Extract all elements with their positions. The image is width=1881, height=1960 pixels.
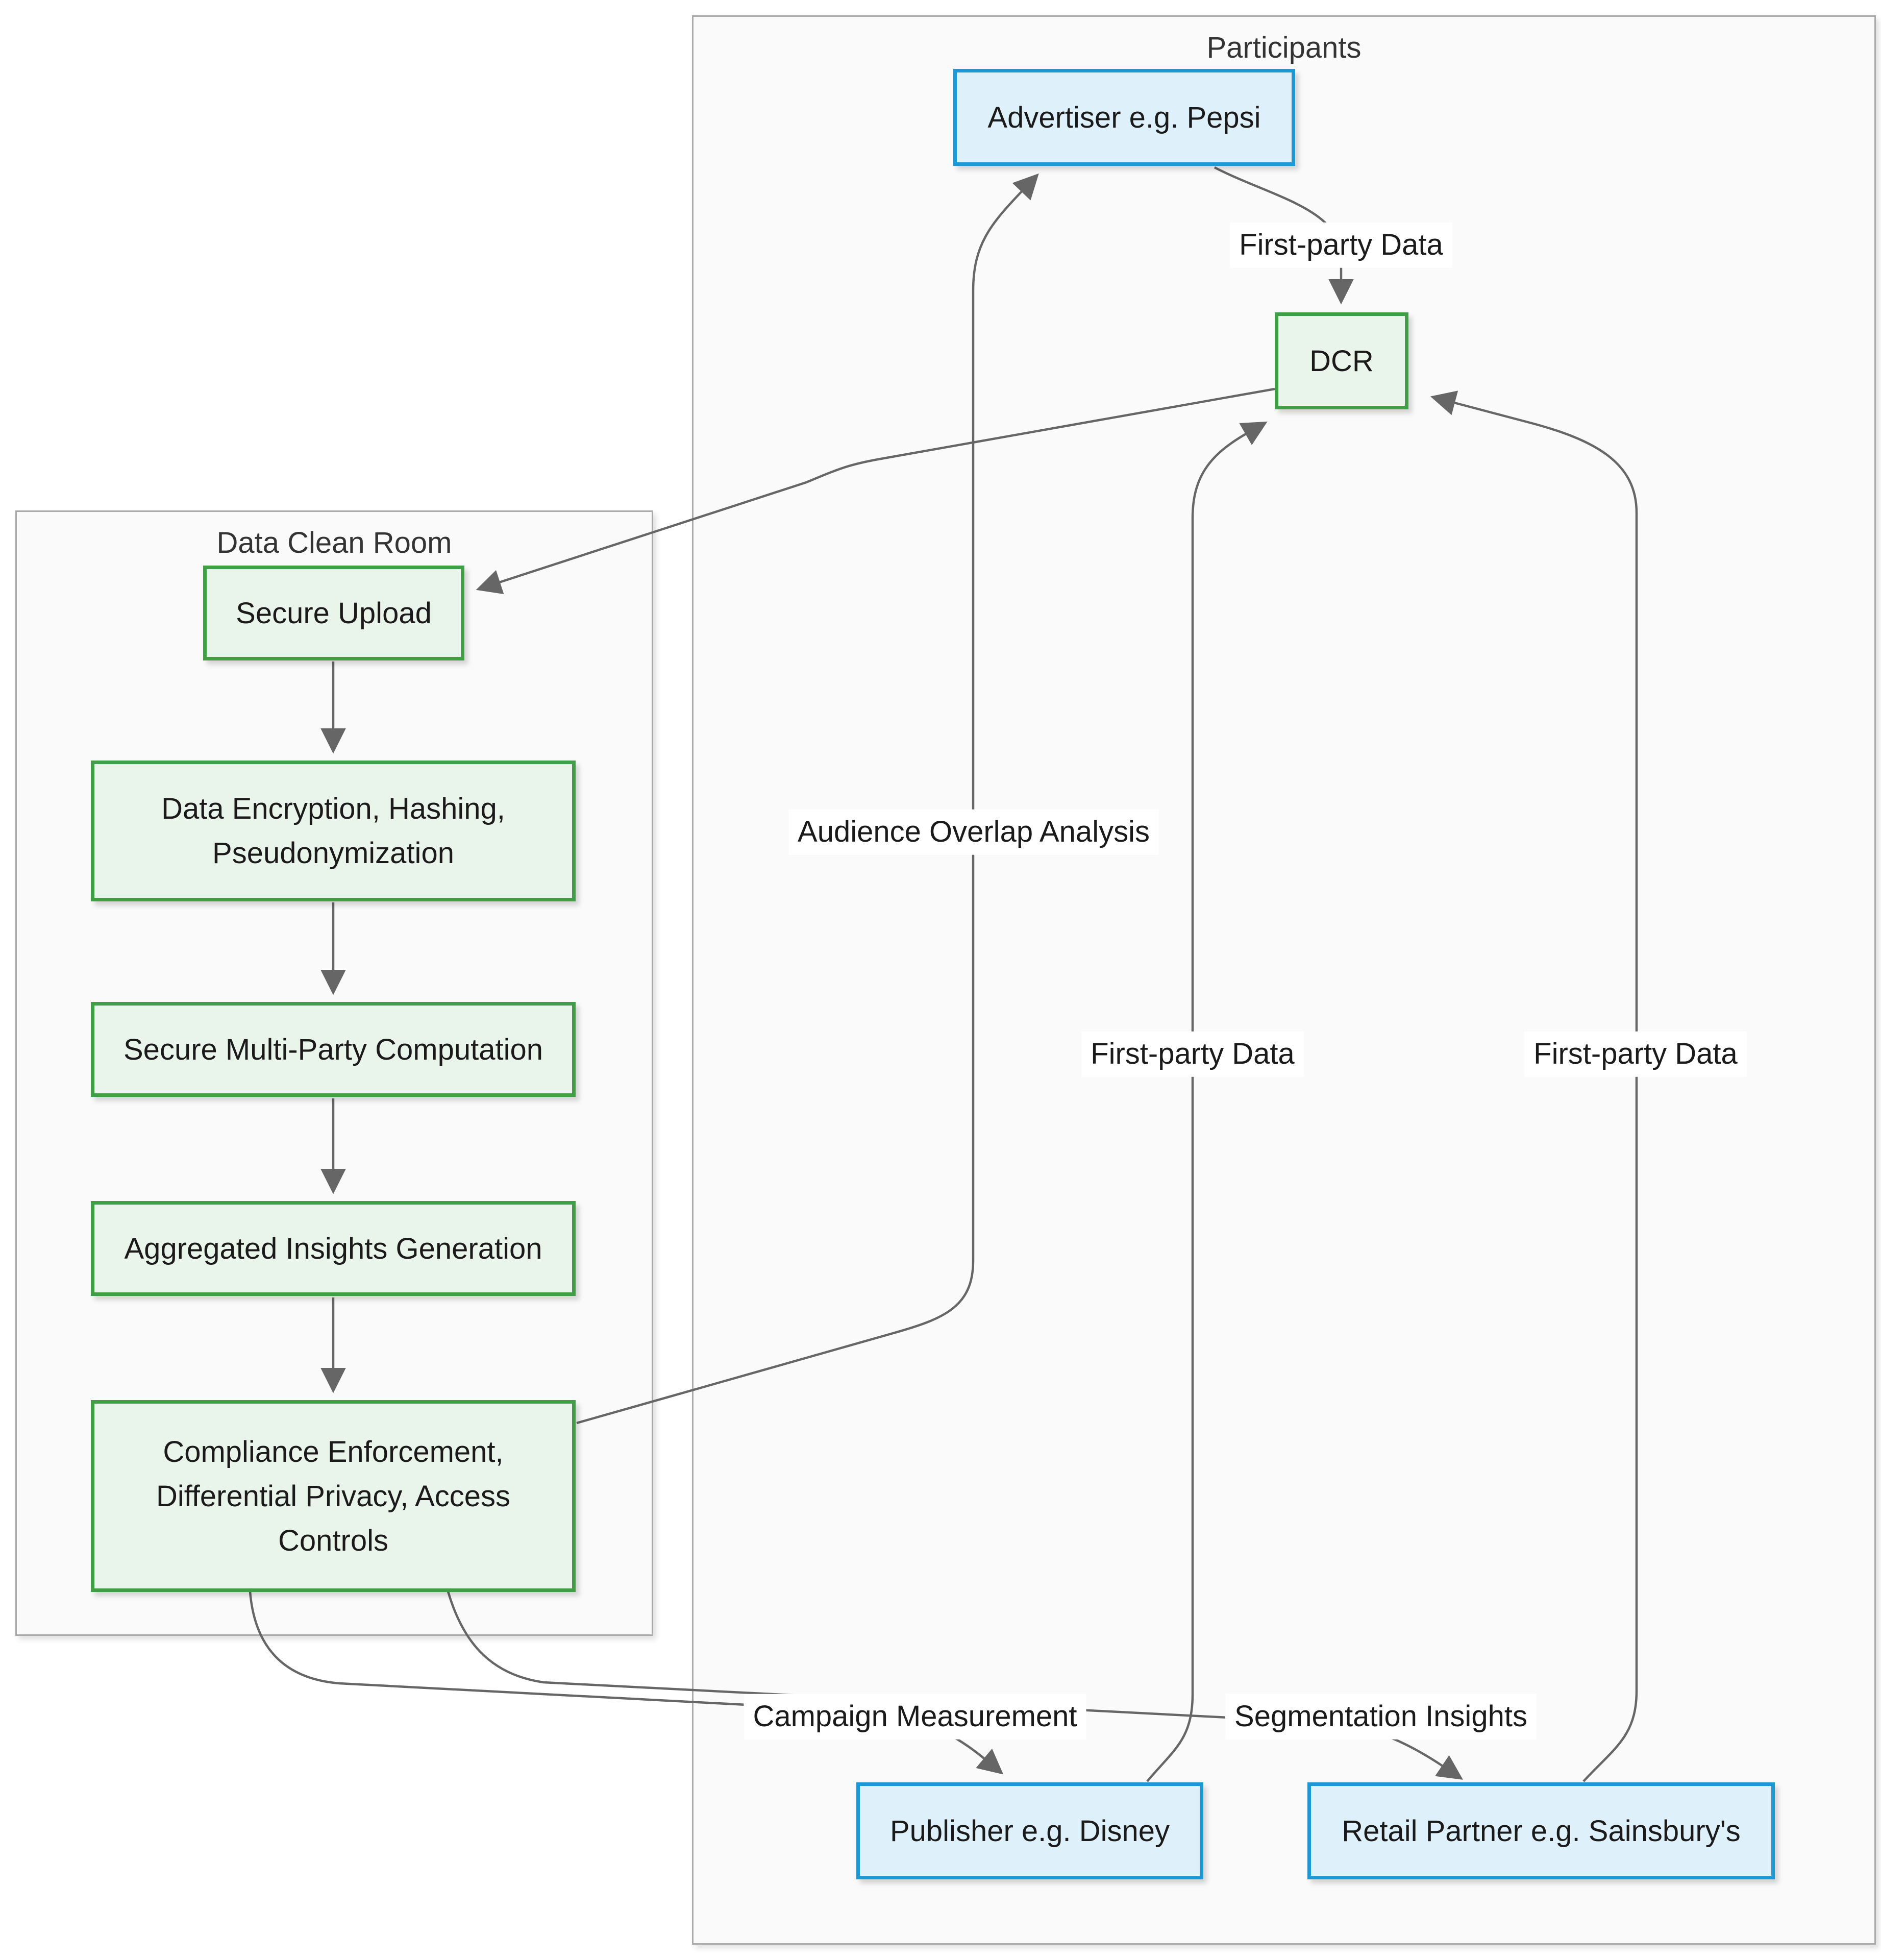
node-advertiser: Advertiser e.g. Pepsi (953, 69, 1295, 166)
participants-container-label: Participants (1206, 31, 1362, 64)
node-aggregated-insights-generation: Aggregated Insights Generation (91, 1201, 576, 1296)
edge-label-first-party-data-publisher: First-party Data (1081, 1031, 1304, 1077)
node-publisher: Publisher e.g. Disney (856, 1782, 1203, 1879)
node-retail-partner: Retail Partner e.g. Sainsbury's (1307, 1782, 1775, 1879)
node-publisher-label: Publisher e.g. Disney (889, 1814, 1170, 1848)
node-secure-upload: Secure Upload (203, 566, 464, 660)
edge-label-first-party-data-advertiser: First-party Data (1230, 222, 1452, 268)
node-dcr: DCR (1275, 312, 1408, 409)
edge-publisher-to-dcr (1146, 421, 1268, 1782)
node-dcr-label: DCR (1309, 344, 1374, 378)
node-aggregated-insights-generation-label: Aggregated Insights Generation (124, 1232, 542, 1265)
node-secure-multi-party-computation-label: Secure Multi-Party Computation (123, 1033, 543, 1066)
node-data-encryption-label: Data Encryption, Hashing, Pseudonymizati… (161, 792, 505, 870)
edge-label-audience-overlap-analysis: Audience Overlap Analysis (788, 809, 1159, 855)
edge-label-campaign-measurement: Campaign Measurement (744, 1694, 1086, 1739)
edge-retail-to-dcr (1430, 390, 1638, 1782)
edge-label-first-party-data-retail: First-party Data (1524, 1031, 1747, 1077)
node-retail-partner-label: Retail Partner e.g. Sainsbury's (1342, 1814, 1741, 1848)
node-compliance-enforcement-label: Compliance Enforcement, Differential Pri… (156, 1435, 511, 1557)
node-compliance-enforcement: Compliance Enforcement, Differential Pri… (91, 1400, 576, 1592)
node-secure-upload-label: Secure Upload (236, 596, 432, 630)
edge-dcr-to-secure-upload (476, 387, 1275, 595)
edge-label-segmentation-insights: Segmentation Insights (1225, 1694, 1537, 1739)
edge-compliance-to-advertiser (576, 173, 1039, 1425)
node-secure-multi-party-computation: Secure Multi-Party Computation (91, 1002, 576, 1097)
edge-compliance-to-retail (447, 1591, 1463, 1780)
node-data-encryption: Data Encryption, Hashing, Pseudonymizati… (91, 761, 576, 901)
node-advertiser-label: Advertiser e.g. Pepsi (987, 101, 1261, 134)
data-clean-room-container-label: Data Clean Room (216, 526, 452, 559)
